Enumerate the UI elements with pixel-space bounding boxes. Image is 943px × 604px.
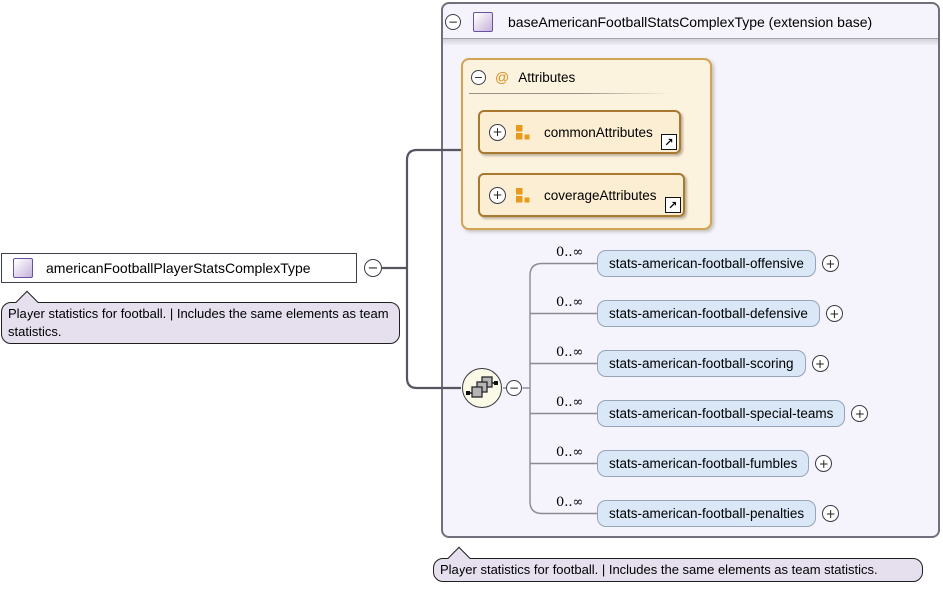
expand-stats-fumbles-button[interactable]: + [815,455,833,472]
expand-stats-defensive-button[interactable]: + [825,305,843,322]
element-stats-defensive[interactable]: stats-american-football-defensive [597,300,820,327]
complex-type-icon [13,258,33,278]
sequence-icon [466,376,498,398]
element-stats-offensive[interactable]: stats-american-football-offensive [597,250,816,277]
attributes-divider [469,93,672,94]
expand-common-attributes-button[interactable]: + [489,123,506,141]
element-stats-special-teams[interactable]: stats-american-football-special-teams [597,400,846,427]
attribute-group-common[interactable]: + commonAttributes ↗ [478,110,681,154]
base-type-title: baseAmericanFootballStatsComplexType (ex… [508,14,873,30]
collapse-player-stats-button[interactable]: − [364,259,382,277]
sequence-compositor[interactable] [462,368,502,408]
annotation-text: Player statistics for football. | Includ… [8,306,389,339]
occurrence-label: 0..∞ [556,445,584,460]
attribute-group-name: coverageAttributes [544,187,657,203]
element-name: stats-american-football-scoring [609,356,794,371]
player-stats-type-label: americanFootballPlayerStatsComplexType [46,260,311,276]
element-stats-penalties[interactable]: stats-american-football-penalties [597,500,817,527]
jump-to-definition-icon[interactable]: ↗ [660,134,677,150]
attribute-group-icon [516,188,530,203]
occurrence-label: 0..∞ [556,345,584,360]
collapse-sequence-button[interactable]: − [506,380,522,396]
expand-stats-offensive-button[interactable]: + [821,255,839,272]
attributes-at-icon: @ [495,69,510,85]
base-type-annotation: Player statistics for football. | Includ… [433,546,923,582]
attributes-title: Attributes [518,69,576,85]
occurrence-label: 0..∞ [556,495,584,510]
player-stats-annotation: Player statistics for football. | Includ… [1,290,400,344]
element-stats-scoring[interactable]: stats-american-football-scoring [597,350,806,377]
expand-stats-penalties-button[interactable]: + [822,505,840,522]
element-stats-fumbles[interactable]: stats-american-football-fumbles [597,450,810,477]
expand-stats-special-teams-button[interactable]: + [851,405,869,422]
collapse-attributes-button[interactable]: − [471,69,486,85]
annotation-text: Player statistics for football. | Includ… [440,562,878,577]
attributes-group: − @ Attributes + commonAttributes ↗ + co… [461,58,712,230]
complex-type-icon [473,12,493,32]
occurrence-label: 0..∞ [556,245,584,260]
player-stats-type-box[interactable]: americanFootballPlayerStatsComplexType [1,253,357,283]
element-name: stats-american-football-penalties [609,506,805,521]
occurrence-label: 0..∞ [556,295,584,310]
element-name: stats-american-football-fumbles [609,456,798,471]
attribute-group-icon [516,125,530,140]
collapse-base-type-button[interactable]: − [445,14,461,30]
attribute-group-coverage[interactable]: + coverageAttributes ↗ [478,173,685,217]
header-divider [443,38,938,46]
expand-stats-scoring-button[interactable]: + [811,355,829,372]
expand-coverage-attributes-button[interactable]: + [489,186,506,204]
element-name: stats-american-football-offensive [609,256,804,271]
element-name: stats-american-football-defensive [609,306,808,321]
occurrence-label: 0..∞ [556,395,584,410]
jump-to-definition-icon[interactable]: ↗ [664,197,681,213]
element-name: stats-american-football-special-teams [609,406,834,421]
attributes-header: − @ Attributes [463,60,710,85]
attribute-group-name: commonAttributes [544,124,653,140]
